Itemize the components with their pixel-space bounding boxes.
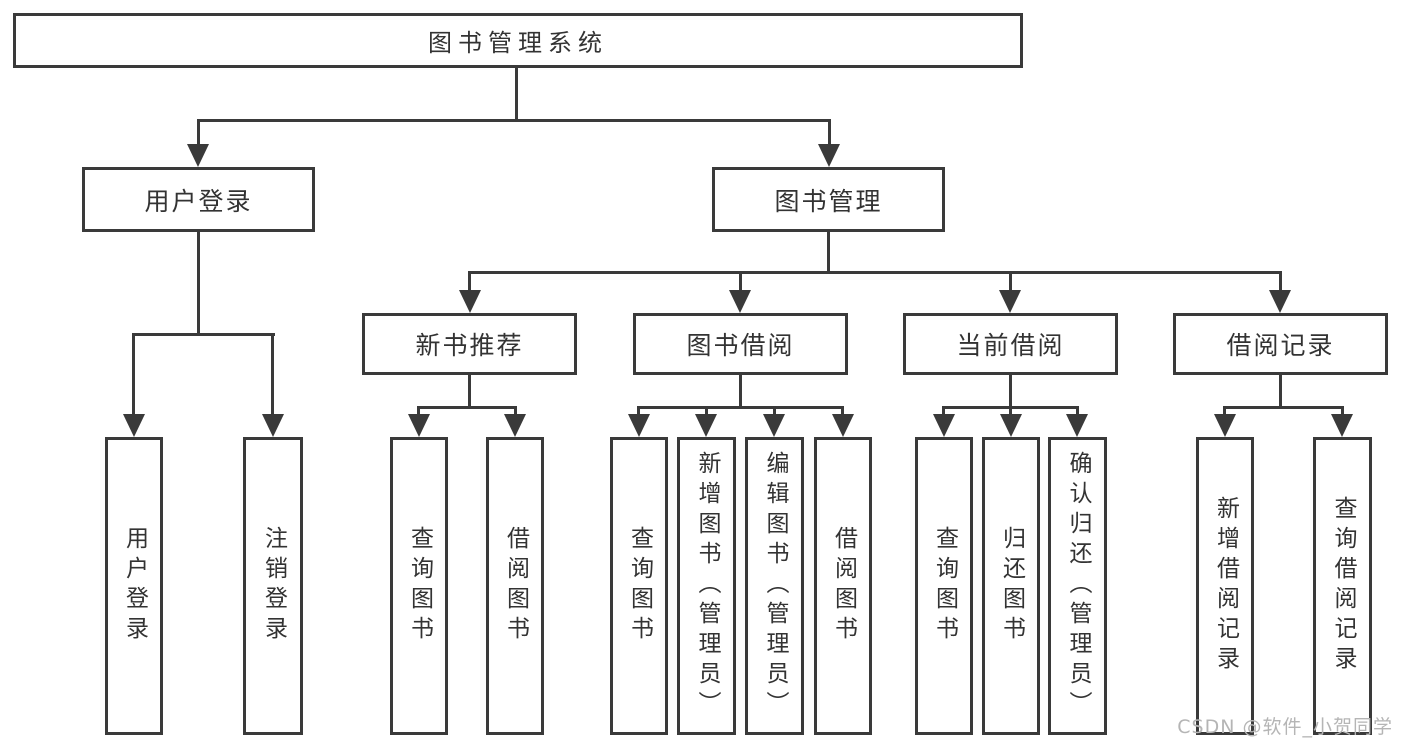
connector-stem-current-borrow: [1009, 271, 1012, 290]
arrow-down-icon-borrow1: [504, 414, 526, 437]
connector-stem-return: [1009, 406, 1012, 414]
connector-stem-leaf-user-login: [132, 333, 135, 414]
leaf-query-book-recommend-label: 查询图书: [406, 526, 433, 646]
connector-stem-borrow2: [841, 406, 844, 414]
node-current-borrow-label: 当前借阅: [956, 331, 1065, 360]
node-book-borrow: 图书借阅: [633, 313, 848, 375]
leaf-query-book-borrow: 查询图书: [610, 437, 668, 735]
leaf-add-borrow-record-label: 新增借阅记录: [1212, 496, 1239, 676]
arrow-down-icon-current-borrow: [999, 290, 1021, 313]
node-current-borrow: 当前借阅: [903, 313, 1118, 375]
node-book-borrow-label: 图书借阅: [686, 331, 795, 360]
leaf-user-login-label: 用户登录: [121, 526, 148, 646]
arrow-down-icon-editbook: [763, 414, 785, 437]
connector-stem-add-record: [1223, 406, 1226, 414]
connector-stem-new-book: [468, 271, 471, 290]
node-root-label: 图书管理系统: [428, 29, 608, 57]
leaf-query-book-current-label: 查询图书: [931, 526, 958, 646]
leaf-query-borrow-record-label: 查询借阅记录: [1330, 496, 1356, 676]
leaf-user-login: 用户登录: [105, 437, 163, 735]
arrow-down-icon-new-book: [459, 290, 481, 313]
connector-stem-borrow-record: [1279, 271, 1282, 290]
leaf-add-book-admin: 新增图书（管理员）: [677, 437, 736, 735]
connector-stem-query1: [417, 406, 420, 414]
arrow-down-icon-addbook: [695, 414, 717, 437]
connector-stem-query2: [637, 406, 640, 414]
leaf-logout: 注销登录: [243, 437, 303, 735]
leaf-query-book-borrow-label: 查询图书: [626, 526, 653, 646]
arrow-down-icon-return: [1000, 414, 1022, 437]
connector-newbook-vline: [468, 373, 471, 408]
arrow-down-icon-query-record: [1331, 414, 1353, 437]
node-new-book-recommend: 新书推荐: [362, 313, 577, 375]
node-user-login-label: 用户登录: [144, 186, 253, 216]
node-new-book-recommend-label: 新书推荐: [415, 331, 524, 360]
connector-stem-leaf-logout: [271, 333, 274, 414]
connector-stem-addbook: [705, 406, 708, 414]
leaf-borrow-book-recommend: 借阅图书: [486, 437, 544, 735]
arrow-down-icon-query3: [933, 414, 955, 437]
arrow-down-icon-leaf-logout: [262, 414, 284, 437]
connector-stem-query3: [942, 406, 945, 414]
leaf-add-borrow-record: 新增借阅记录: [1196, 437, 1254, 735]
connector-mgmt-vline: [827, 230, 830, 274]
leaf-borrow-book-label: 借阅图书: [830, 526, 857, 646]
connector-record-vline: [1279, 373, 1282, 408]
connector-newbook-hline: [417, 406, 517, 409]
connector-record-hline: [1223, 406, 1343, 409]
connector-stem-book-management: [828, 119, 831, 144]
connector-currentborrow-vline: [1009, 373, 1012, 408]
leaf-query-book-recommend: 查询图书: [390, 437, 448, 735]
connector-login-hline: [132, 333, 275, 336]
arrow-down-icon-add-record: [1214, 414, 1236, 437]
connector-stem-confirm-return: [1076, 406, 1079, 414]
node-root-library-system: 图书管理系统: [13, 13, 1023, 68]
leaf-add-book-admin-label: 新增图书（管理员）: [694, 451, 720, 721]
arrow-down-icon-query1: [408, 414, 430, 437]
node-borrow-record-label: 借阅记录: [1226, 331, 1335, 360]
leaf-confirm-return-admin-label: 确认归还（管理员）: [1065, 451, 1091, 721]
arrow-down-icon-book-borrow: [729, 290, 751, 313]
arrow-down-icon-borrow-record: [1269, 290, 1291, 313]
connector-stem-editbook: [773, 406, 776, 414]
csdn-watermark: CSDN @软件_小贺同学: [1177, 716, 1393, 738]
leaf-borrow-book: 借阅图书: [814, 437, 872, 735]
leaf-return-book: 归还图书: [982, 437, 1040, 735]
node-book-management: 图书管理: [712, 167, 945, 232]
leaf-logout-label: 注销登录: [260, 526, 287, 646]
arrow-down-icon-book-management: [818, 144, 840, 167]
leaf-query-borrow-record: 查询借阅记录: [1313, 437, 1372, 735]
connector-bookborrow-hline: [637, 406, 844, 409]
connector-login-vline: [197, 230, 200, 335]
connector-bookborrow-vline: [739, 373, 742, 408]
node-user-login: 用户登录: [82, 167, 315, 232]
connector-root-vline: [515, 66, 518, 120]
node-book-management-label: 图书管理: [774, 186, 883, 216]
arrow-down-icon-leaf-user-login: [123, 414, 145, 437]
connector-stem-book-borrow: [739, 271, 742, 290]
connector-stem-query-record: [1341, 406, 1344, 414]
leaf-confirm-return-admin: 确认归还（管理员）: [1048, 437, 1107, 735]
arrow-down-icon-query2: [628, 414, 650, 437]
leaf-return-book-label: 归还图书: [998, 526, 1025, 646]
leaf-borrow-book-recommend-label: 借阅图书: [502, 526, 529, 646]
connector-mgmt-hline: [469, 271, 1282, 274]
arrow-down-icon-user-login: [187, 144, 209, 167]
leaf-query-book-current: 查询图书: [915, 437, 973, 735]
leaf-edit-book-admin-label: 编辑图书（管理员）: [762, 451, 788, 721]
arrow-down-icon-borrow2: [832, 414, 854, 437]
node-borrow-record: 借阅记录: [1173, 313, 1388, 375]
connector-stem-user-login: [197, 119, 200, 144]
connector-root-hline: [197, 119, 831, 122]
connector-stem-borrow1: [514, 406, 517, 414]
arrow-down-icon-confirm-return: [1066, 414, 1088, 437]
leaf-edit-book-admin: 编辑图书（管理员）: [745, 437, 804, 735]
